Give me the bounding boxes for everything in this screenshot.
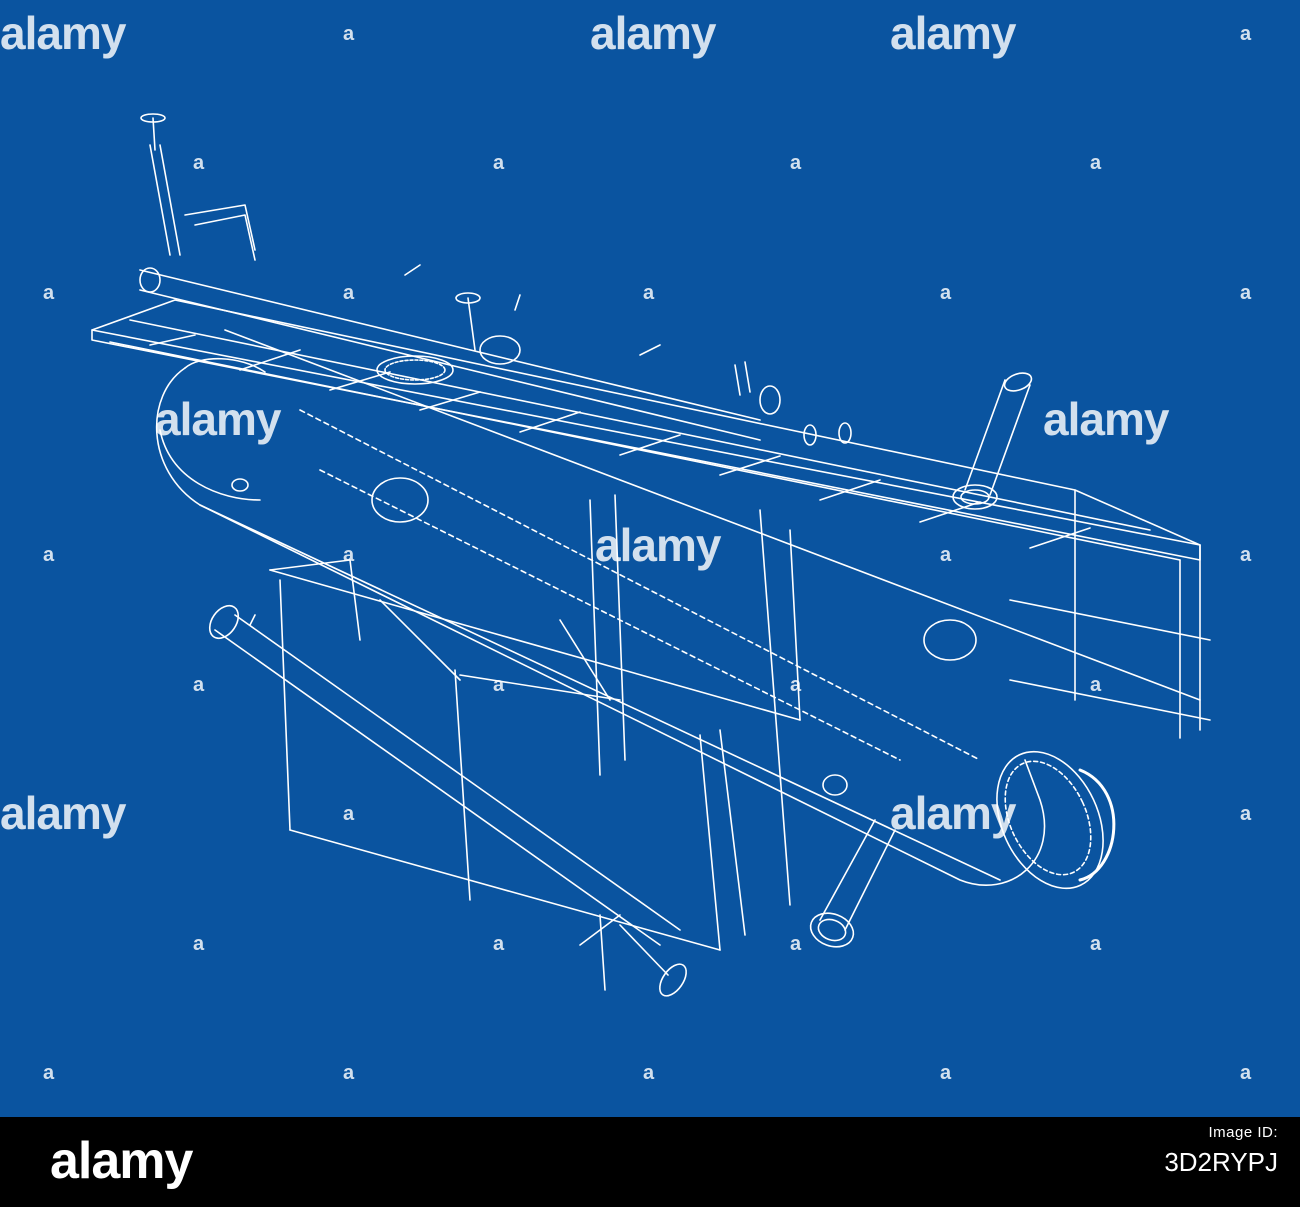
watermark-mark: a (1090, 674, 1102, 696)
watermark-mark: a (193, 674, 205, 696)
watermark: alamy (890, 787, 1016, 839)
watermark: alamy (0, 7, 126, 59)
image-id: 3D2RYPJ (1164, 1147, 1278, 1177)
watermark-mark: a (343, 544, 355, 566)
alamy-logo[interactable]: alamy (50, 1132, 193, 1190)
watermark-mark: a (940, 1062, 952, 1084)
watermark-mark: a (343, 23, 355, 45)
watermark-mark: a (493, 674, 505, 696)
blueprint-canvas: alamy alamy alamy alamy alamy alamy alam… (0, 0, 1300, 1117)
watermark: alamy (0, 787, 126, 839)
watermark: alamy (595, 519, 721, 571)
wireframe-vessel-drawing (91, 113, 1211, 997)
bottom-nozzle (809, 819, 896, 948)
watermark-mark: a (1240, 282, 1252, 304)
watermark-mark: a (343, 1062, 355, 1084)
bottom-pipe-left (208, 604, 687, 997)
watermark-mark: a (790, 674, 802, 696)
watermark: alamy (155, 393, 281, 445)
vent-pipe (952, 372, 1033, 510)
tank-body (155, 357, 1116, 890)
watermark-mark: a (643, 1062, 655, 1084)
watermark: alamy (590, 7, 716, 59)
top-platform (91, 299, 1211, 739)
watermark-mark: a (493, 152, 505, 174)
watermark: alamy (1043, 393, 1169, 445)
watermark-mark: a (343, 282, 355, 304)
watermark-mark: a (1090, 152, 1102, 174)
watermark-mark: a (43, 282, 55, 304)
top-header-pipe (139, 113, 852, 446)
watermark-mark: a (193, 933, 205, 955)
watermark-mark: a (940, 282, 952, 304)
watermark-mark: a (790, 152, 802, 174)
watermark-mark: a (1240, 803, 1252, 825)
watermark-mark: a (1240, 544, 1252, 566)
watermark-mark: a (790, 933, 802, 955)
watermark-mark: a (493, 933, 505, 955)
support-frame (269, 494, 801, 951)
image-id-label: Image ID: (1208, 1124, 1278, 1141)
watermark-mark: a (43, 544, 55, 566)
footer-bar: alamy Image ID: 3D2RYPJ (0, 1117, 1300, 1207)
watermark-mark: a (940, 544, 952, 566)
watermark-mark: a (343, 803, 355, 825)
watermark-mark: a (643, 282, 655, 304)
watermark-mark: a (1240, 1062, 1252, 1084)
watermark-mark: a (193, 152, 205, 174)
watermark-mark: a (1240, 23, 1252, 45)
watermark-mark: a (1090, 933, 1102, 955)
watermark-mark: a (43, 1062, 55, 1084)
watermark: alamy (890, 7, 1016, 59)
